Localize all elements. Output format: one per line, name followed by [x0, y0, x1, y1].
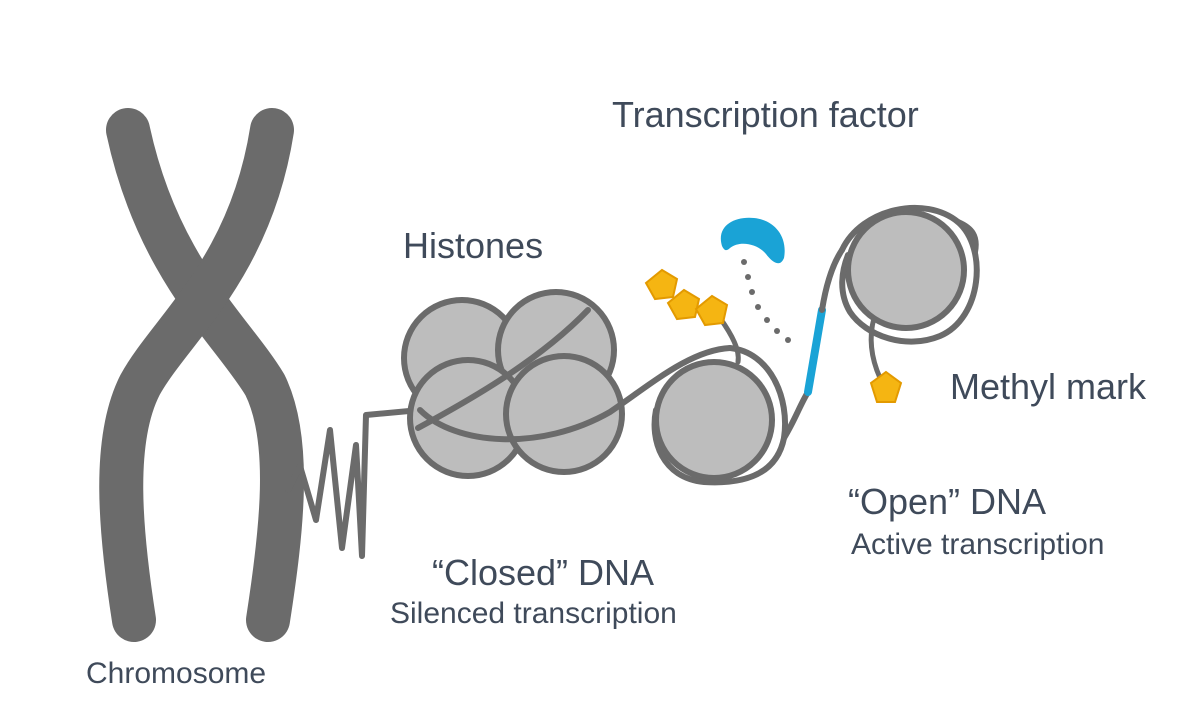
wrapped-dna — [417, 345, 733, 443]
chromosome-label: Chromosome — [86, 657, 267, 690]
histones-label: Histones — [403, 225, 544, 266]
dna-loop — [839, 204, 980, 345]
open-dna-title: “Open” DNA — [848, 481, 1047, 522]
open-dna-segment — [804, 306, 826, 396]
transcription-factor-label: Transcription factor — [612, 94, 919, 135]
methyl-mark-icon — [644, 268, 679, 301]
histone-cluster — [401, 289, 625, 479]
closed-dna-subtitle: Silenced transcription — [390, 597, 677, 630]
histone — [653, 359, 775, 481]
open-dna-subtitle: Active transcription — [851, 528, 1105, 561]
histone — [845, 209, 967, 331]
histone — [503, 353, 625, 475]
transcription-factor-icon — [720, 217, 785, 264]
methyl-tether — [717, 315, 741, 365]
zigzag-dna — [285, 407, 423, 559]
methyl-mark-label: Methyl mark — [950, 366, 1147, 407]
methyl-tether — [868, 315, 883, 381]
dna-loop — [651, 345, 788, 486]
dna-tail — [955, 219, 979, 255]
binding-dots — [741, 259, 791, 343]
chromosome-shape — [99, 108, 304, 642]
closed-dna-title: “Closed” DNA — [432, 552, 655, 593]
methyl-mark-icon — [666, 288, 701, 321]
dna-link — [819, 247, 845, 313]
wrapped-dna — [415, 307, 591, 431]
methyl-mark-icon — [694, 294, 729, 327]
methyl-mark-icon — [869, 370, 903, 403]
